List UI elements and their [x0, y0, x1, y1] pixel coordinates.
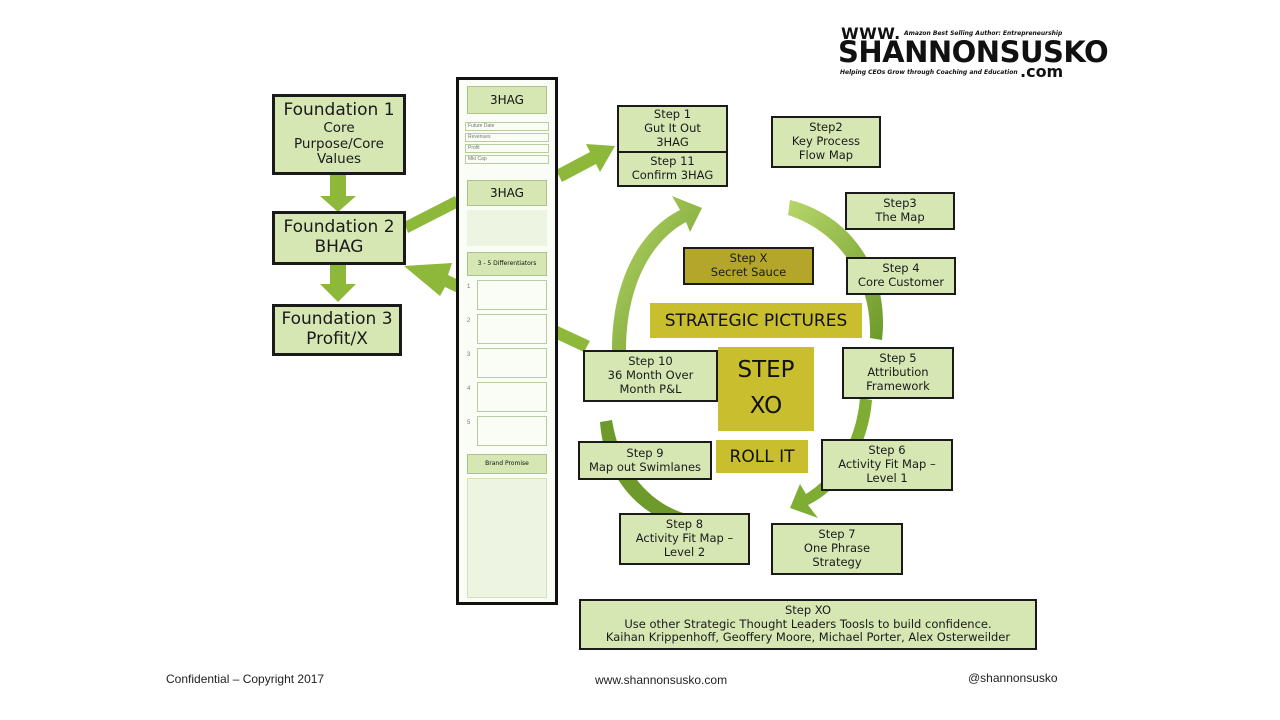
step-10-line2: Month P&L: [619, 381, 682, 396]
arrow-down-f1-f2: [320, 175, 356, 212]
form-brand-promise: Brand Promise: [467, 454, 547, 474]
foundation-1-title: Foundation 1: [283, 100, 395, 121]
step-xo-tools-line2: Kaihan Krippenhoff, Geoffery Moore, Mich…: [605, 630, 1011, 645]
diff-row: [477, 280, 547, 310]
step-9-line1: Map out Swimlanes: [588, 459, 702, 474]
diff-row: [477, 348, 547, 378]
step-x-box: Step X Secret Sauce: [683, 247, 814, 285]
form-header-3hag-2: 3HAG: [467, 180, 547, 206]
strategy-form-panel: 3HAG Future Date Revenues Profit Mkt Cap…: [456, 77, 558, 605]
footer-handle: @shannonsusko: [968, 671, 1058, 685]
step-xo-tools-box: Step XO Use other Strategic Thought Lead…: [579, 599, 1037, 650]
strategic-pictures-label: STRATEGIC PICTURES: [650, 303, 862, 338]
form-blank-area: [467, 210, 547, 246]
step-3-title: Step3: [883, 196, 917, 211]
step-1-box: Step 1 Gut It Out 3HAG: [617, 105, 728, 153]
step-11-title: Step 11: [650, 154, 695, 169]
form-differentiators-title: 3 - 5 Differentiators: [467, 252, 547, 276]
step-8-title: Step 8: [665, 517, 704, 532]
step-xo-tools-title: Step XO: [784, 602, 832, 617]
diff-number: 1: [467, 284, 471, 290]
logo-www: WWW.: [841, 24, 901, 43]
foundation-2-subtitle: BHAG: [314, 237, 364, 257]
step-3-line1: The Map: [875, 210, 925, 224]
roll-it-label: ROLL IT: [716, 440, 808, 473]
diff-number: 3: [467, 352, 471, 358]
step-6-line1: Activity Fit Map –: [838, 457, 936, 472]
step-6-line2: Level 1: [866, 470, 908, 485]
step-10-title: Step 10: [628, 354, 673, 369]
brand-logo: WWW. Amazon Best Selling Author: Entrepr…: [838, 22, 1109, 82]
step-4-title: Step 4: [882, 261, 920, 276]
diff-number: 5: [467, 420, 471, 426]
step-8-box: Step 8 Activity Fit Map – Level 2: [619, 513, 750, 565]
step-8-line2: Level 2: [663, 544, 706, 559]
foundation-2-title: Foundation 2: [283, 217, 395, 238]
diff-number: 2: [467, 318, 471, 324]
step-10-box: Step 10 36 Month Over Month P&L: [583, 350, 718, 402]
foundation-1-subtitle: Core Purpose/Core Values: [294, 120, 384, 168]
step-1-line1: Gut It Out: [644, 121, 701, 136]
form-bottom-area: [467, 478, 547, 598]
step-x-title: Step X: [729, 251, 768, 266]
form-differentiators-list: 1 2 3 4 5: [459, 280, 555, 448]
logo-name: SHANNONSUSKO: [838, 35, 1109, 69]
step-2-title: Step2: [809, 120, 843, 135]
cycle-arc-lower-right: [790, 398, 872, 518]
foundation-2-box: Foundation 2 BHAG: [272, 211, 406, 265]
footer-website: www.shannonsusko.com: [595, 673, 728, 687]
arrow-down-f2-f3: [320, 265, 356, 302]
step-3-box: Step3 The Map: [845, 192, 955, 230]
step-5-box: Step 5 Attribution Framework: [842, 347, 954, 399]
diff-row: [477, 382, 547, 412]
form-field: Revenues: [465, 133, 549, 142]
step-9-title: Step 9: [626, 445, 664, 460]
logo-tagline-top: Amazon Best Selling Author: Entrepreneur…: [904, 30, 1063, 37]
foundation-3-box: Foundation 3 Profit/X: [272, 304, 402, 356]
step-9-box: Step 9 Map out Swimlanes: [578, 441, 712, 480]
diff-row: [477, 416, 547, 446]
step-5-line2: Framework: [866, 378, 930, 393]
arrow-f2-to-form: [404, 196, 459, 233]
form-field: Mkt Cap: [465, 155, 549, 164]
step-2-line2: Flow Map: [798, 147, 854, 162]
step-xo-tools-line1: Use other Strategic Thought Leaders Toos…: [624, 616, 992, 631]
step-8-line1: Activity Fit Map –: [635, 531, 734, 546]
step-4-box: Step 4 Core Customer: [846, 257, 956, 295]
step-10-line1: 36 Month Over: [607, 368, 694, 383]
step-1-line2: 3HAG: [656, 134, 689, 149]
step-5-title: Step 5: [879, 351, 917, 366]
step-xo-line1: STEP: [737, 357, 795, 384]
step-7-title: Step 7: [818, 527, 856, 542]
step-1-title: Step 1: [653, 107, 692, 122]
step-7-line2: Strategy: [812, 554, 862, 569]
form-field: Profit: [465, 144, 549, 153]
step-6-title: Step 6: [868, 443, 906, 458]
foundation-1-box: Foundation 1 Core Purpose/Core Values: [272, 94, 406, 175]
logo-com: .com: [1020, 62, 1064, 81]
step-x-line1: Secret Sauce: [710, 265, 787, 279]
step-6-box: Step 6 Activity Fit Map – Level 1: [821, 439, 953, 491]
diff-row: [477, 314, 547, 344]
foundation-3-title: Foundation 3: [281, 309, 393, 330]
step-xo-label: STEP XO: [718, 347, 814, 431]
foundation-3-subtitle: Profit/X: [306, 329, 368, 349]
step-7-box: Step 7 One Phrase Strategy: [771, 523, 903, 575]
step-4-line1: Core Customer: [857, 275, 945, 289]
diff-number: 4: [467, 386, 471, 392]
form-fields: Future Date Revenues Profit Mkt Cap: [459, 122, 555, 172]
step-xo-line2: XO: [749, 393, 783, 419]
form-field: Future Date: [465, 122, 549, 131]
step-2-box: Step2 Key Process Flow Map: [771, 116, 881, 168]
step-5-line1: Attribution: [867, 365, 929, 380]
step-11-box: Step 11 Confirm 3HAG: [617, 151, 728, 187]
logo-tagline-bottom: Helping CEOs Grow through Coaching and E…: [840, 69, 1018, 76]
arrow-form-to-step1: [556, 144, 615, 182]
step-11-line1: Confirm 3HAG: [631, 168, 714, 182]
footer-copyright: Confidential – Copyright 2017: [166, 672, 325, 686]
form-header-3hag: 3HAG: [467, 86, 547, 114]
step-7-line1: One Phrase: [803, 541, 871, 556]
cycle-arc-left: [612, 196, 702, 350]
step-2-line1: Key Process: [791, 134, 861, 149]
